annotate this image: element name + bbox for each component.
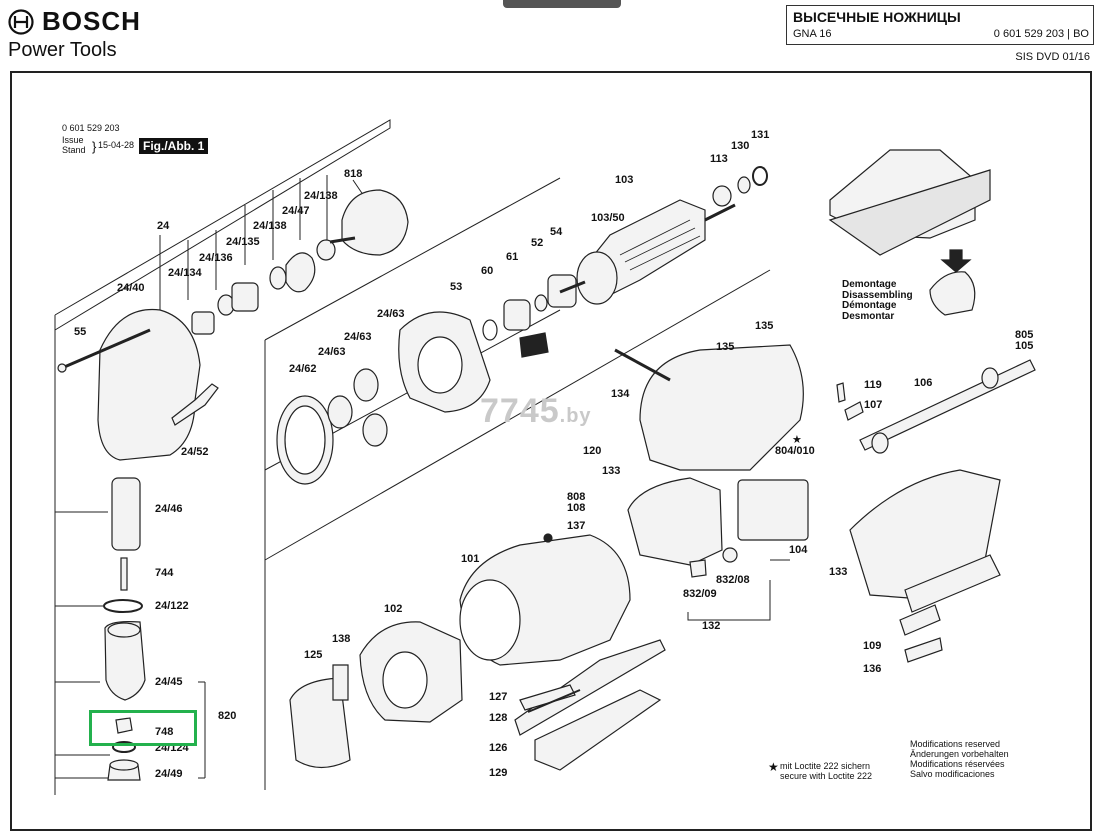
part-label: 106 <box>914 377 933 389</box>
part-label: 120 <box>583 445 602 457</box>
watermark-main: 7745 <box>480 392 560 430</box>
part-label: 119 <box>864 379 882 391</box>
part-label: 128 <box>489 712 508 724</box>
figure-label: Fig./Abb. 1 <box>139 138 209 154</box>
loctite-star-icon: ★ <box>768 760 779 774</box>
part-label: 24/134 <box>168 267 202 279</box>
part-label: 818 <box>344 168 363 180</box>
model-name: GNA 16 <box>793 28 832 40</box>
part-label: 109 <box>863 640 882 652</box>
part-label: 133 <box>602 465 621 477</box>
part-label: 805 <box>1015 329 1034 341</box>
right-parts <box>828 149 1036 663</box>
part-label: 132 <box>702 620 721 632</box>
part-label: 24/63 <box>318 346 346 358</box>
part-label: 820 <box>218 710 237 722</box>
part-label: 125 <box>304 649 323 661</box>
highlight-box-748 <box>89 710 197 746</box>
part-label: 135 <box>716 341 735 353</box>
part-label: 103/50 <box>591 212 625 224</box>
part-label: 24/46 <box>155 503 183 515</box>
part-label: 24/63 <box>377 308 405 320</box>
part-label: 24/138 <box>253 220 287 232</box>
brand-subtitle: Power Tools <box>8 39 117 61</box>
part-label: 24/63 <box>344 331 372 343</box>
part-label: 24/136 <box>199 252 233 264</box>
part-label: 130 <box>731 140 750 152</box>
part-label: 135 <box>755 320 774 332</box>
brace-glyph: } <box>92 139 97 154</box>
part-label: 748 <box>155 726 174 738</box>
part-label: 832/08 <box>716 574 750 586</box>
stand-label: Stand <box>62 145 86 155</box>
source-label: SIS DVD 01/16 <box>1015 51 1090 63</box>
brand-block: BOSCH Power Tools <box>8 6 141 62</box>
issue-date: 15-04-28 <box>98 140 135 150</box>
part-label: 126 <box>489 742 508 754</box>
part-label: 127 <box>489 691 508 703</box>
part-label: 103 <box>615 174 634 186</box>
part-label: 24/52 <box>181 446 209 458</box>
loctite-note: mit Loctite 222 sichern secure with Loct… <box>780 761 873 781</box>
watermark: 7745.by <box>480 392 592 431</box>
part-label: 24 <box>157 220 170 232</box>
gear-parts <box>276 274 577 485</box>
part-label: 55 <box>74 326 87 338</box>
armature <box>559 166 768 305</box>
part-label: 129 <box>489 767 508 779</box>
part-label: 24/122 <box>155 600 189 612</box>
part-label: 102 <box>384 603 403 615</box>
part-label: 24/62 <box>289 363 317 375</box>
part-label: 832/09 <box>683 588 717 600</box>
part-label: 53 <box>450 281 463 293</box>
drawing-frame <box>10 71 1092 831</box>
part-label: 131 <box>751 129 770 141</box>
part-label: 101 <box>461 553 480 565</box>
part-label: 60 <box>481 265 494 277</box>
part-number: 0 601 529 203 | BO <box>993 28 1089 40</box>
center-parts <box>289 344 809 771</box>
part-label: 24/138 <box>304 190 338 202</box>
part-label: 137 <box>567 520 586 532</box>
page-title: ВЫСЕЧНЫЕ НОЖНИЦЫ <box>793 9 961 25</box>
part-label: 808 <box>567 491 586 503</box>
part-label: 54 <box>550 226 563 238</box>
brand-name: BOSCH <box>42 6 141 36</box>
figure-doc-number: 0 601 529 203 <box>62 123 120 133</box>
part-label: 24/124 <box>155 742 189 754</box>
part-label: 24/135 <box>226 236 260 248</box>
part-label: 105 <box>1015 340 1034 352</box>
part-label: 744 <box>155 567 174 579</box>
part-label: 804/010 <box>775 445 815 457</box>
part-label: 134 <box>611 388 630 400</box>
part-label: 52 <box>531 237 544 249</box>
part-label: 24/47 <box>282 205 310 217</box>
modifications-note: Modifications reserved Änderungen vorbeh… <box>910 739 1009 779</box>
loctite-star-icon: ★ <box>792 434 802 446</box>
head-housing <box>97 308 201 461</box>
disassembly-note: Demontage Disassembling Démontage Desmon… <box>842 279 913 322</box>
part-label: 136 <box>863 663 882 675</box>
part-label: 24/45 <box>155 676 183 688</box>
part-label: 107 <box>864 399 883 411</box>
watermark-suffix: .by <box>559 405 592 427</box>
part-label: 24/49 <box>155 768 183 780</box>
part-label: 104 <box>789 544 808 556</box>
title-box: ВЫСЕЧНЫЕ НОЖНИЦЫ GNA 16 0 601 529 203 | … <box>786 5 1094 45</box>
part-label: 108 <box>567 502 586 514</box>
part-label: 24/40 <box>117 282 145 294</box>
part-label: 138 <box>332 633 351 645</box>
part-label: 113 <box>710 153 728 165</box>
part-label: 61 <box>506 251 519 263</box>
issue-label: Issue <box>62 135 84 145</box>
left-parts <box>57 189 409 781</box>
part-label: 133 <box>829 566 848 578</box>
window-tab-handle <box>503 0 621 8</box>
bosch-logo-icon <box>8 8 34 35</box>
